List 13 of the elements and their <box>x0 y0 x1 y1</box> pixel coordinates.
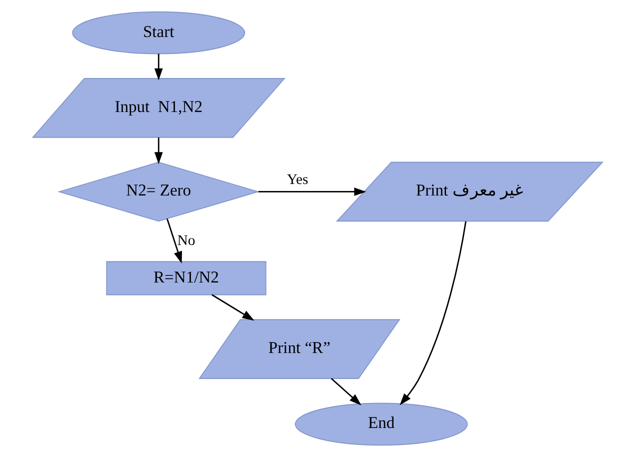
arrow <box>154 54 162 80</box>
node-diamond: N2= Zero <box>57 162 260 222</box>
node-box: R=N1/N2 <box>106 261 266 296</box>
edge-label: Yes <box>286 172 308 188</box>
arrow <box>166 218 182 264</box>
node-ellipse: Start <box>72 11 245 54</box>
arrow <box>154 138 162 164</box>
arrow <box>330 378 361 406</box>
arrow <box>258 188 366 196</box>
edge-label: No <box>176 232 195 249</box>
arrow <box>211 294 254 321</box>
arrow <box>399 221 466 406</box>
node-ellipse: End <box>294 402 468 446</box>
